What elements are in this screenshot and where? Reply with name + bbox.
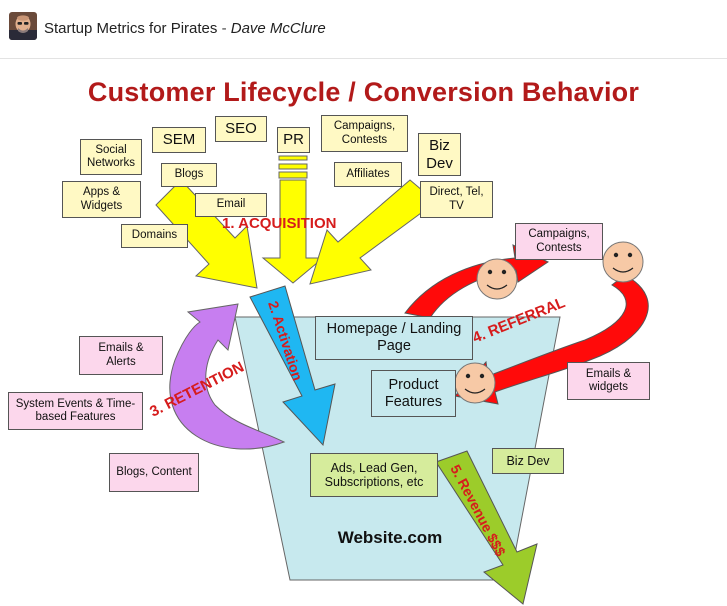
presenter-photo-icon — [9, 12, 37, 40]
retention-arrow — [169, 303, 286, 450]
channel-biz-dev: Biz Dev — [418, 133, 461, 176]
stage-label-acquisition: 1. ACQUISITION — [222, 215, 336, 232]
acquisition-arrows — [155, 179, 437, 289]
channel-social-networks: Social Networks — [80, 139, 142, 175]
homepage-landing-page: Homepage / Landing Page — [315, 316, 473, 360]
smiley-face-icon — [454, 362, 496, 404]
referral-emails-widgets: Emails & widgets — [567, 362, 650, 400]
diagram-title: Customer Lifecycle / Conversion Behavior — [87, 77, 640, 107]
post-author[interactable]: Dave McClure — [230, 20, 326, 37]
activation-arrow — [249, 285, 336, 447]
channel-blogs: Blogs — [161, 163, 217, 187]
website-name: Website.com — [337, 528, 443, 547]
channel-pr: PR — [277, 127, 310, 153]
acquisition-arrow-left — [155, 179, 258, 289]
channel-apps-widgets: Apps & Widgets — [62, 181, 141, 218]
post-header: Startup Metrics for Pirates - Dave McClu… — [0, 0, 727, 59]
post-title-line: Startup Metrics for Pirates - Dave McClu… — [44, 20, 326, 37]
channel-email: Email — [195, 193, 267, 217]
referral-campaigns-contests: Campaigns, Contests — [515, 223, 603, 260]
revenue-biz-dev: Biz Dev — [492, 448, 564, 474]
ads-lead-gen: Ads, Lead Gen, Subscriptions, etc — [310, 453, 438, 497]
post-title[interactable]: Startup Metrics for Pirates — [44, 20, 218, 37]
channel-seo: SEO — [215, 116, 267, 142]
acquisition-arrow-center — [261, 179, 325, 284]
revenue-arrow — [435, 450, 538, 605]
channel-campaigns-contests: Campaigns, Contests — [321, 115, 408, 152]
retention-emails-alerts: Emails & Alerts — [79, 336, 163, 375]
avatar[interactable] — [9, 12, 37, 40]
smiley-face-icon — [476, 258, 518, 300]
channel-sem: SEM — [152, 127, 206, 153]
channel-direct-tel-tv: Direct, Tel, TV — [420, 181, 493, 218]
retention-system-events: System Events & Time-based Features — [8, 392, 143, 430]
product-features: Product Features — [371, 370, 456, 417]
acquisition-arrow-right — [309, 179, 437, 285]
smiley-face-icon — [602, 241, 644, 283]
referral-arrow-upper — [404, 244, 550, 319]
channel-domains: Domains — [121, 224, 188, 248]
channel-affiliates: Affiliates — [334, 162, 402, 187]
retention-blogs-content: Blogs, Content — [109, 453, 199, 492]
title-separator: - — [221, 20, 227, 37]
acquisition-arrow-stripes — [278, 155, 308, 179]
